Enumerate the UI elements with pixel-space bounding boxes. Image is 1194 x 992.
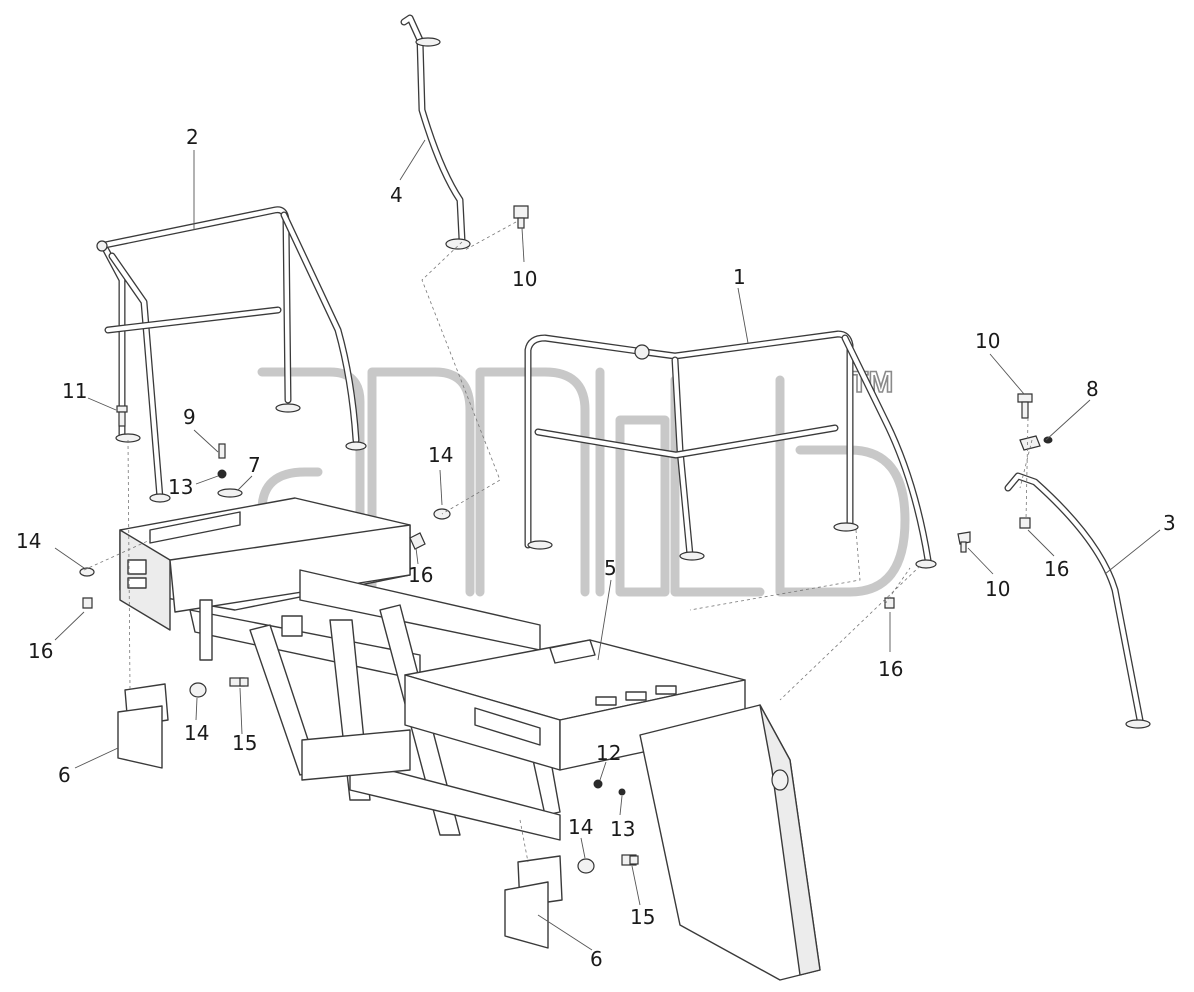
leader-lines	[54, 139, 1161, 951]
bracket-part-6-lower	[504, 855, 563, 949]
fender	[639, 704, 821, 981]
handrail-right-part-1	[524, 330, 937, 569]
label-part-6-left: 6	[58, 763, 71, 787]
label-part-14-lower: 14	[568, 815, 593, 839]
label-part-10-top: 10	[512, 267, 537, 291]
hardware	[79, 205, 1053, 874]
bracket-part-6-left	[117, 683, 169, 769]
callout-labels: 1 2 3 4 5 6 6 7 8 9 10 10 10 11 12 13 13…	[16, 125, 1176, 971]
label-part-2: 2	[186, 125, 199, 149]
label-part-16-left: 16	[28, 639, 53, 663]
label-part-13-lower: 13	[610, 817, 635, 841]
label-part-8: 8	[1086, 377, 1099, 401]
label-part-10-right: 10	[975, 329, 1000, 353]
label-part-11: 11	[62, 379, 87, 403]
grab-handle-part-4	[400, 14, 471, 250]
label-part-14-left: 14	[16, 529, 41, 553]
label-part-16-right: 16	[1044, 557, 1069, 581]
label-part-14-top: 14	[428, 443, 453, 467]
handrail-left-part-2	[96, 206, 367, 503]
label-part-12: 12	[596, 741, 621, 765]
label-part-7: 7	[248, 453, 261, 477]
watermark-logo: TM	[257, 365, 910, 597]
label-part-14-mid: 14	[184, 721, 209, 745]
platform-right-part-5	[404, 639, 746, 771]
label-part-4: 4	[390, 183, 403, 207]
label-part-16-mid: 16	[878, 657, 903, 681]
label-part-3: 3	[1163, 511, 1176, 535]
label-part-10-mid: 10	[985, 577, 1010, 601]
label-part-9: 9	[183, 405, 196, 429]
label-part-5: 5	[604, 556, 617, 580]
label-part-13-left: 13	[168, 475, 193, 499]
label-part-6-lower: 6	[590, 947, 603, 971]
side-handle-part-3	[1004, 472, 1151, 729]
label-part-15-lower: 15	[630, 905, 655, 929]
label-part-1: 1	[733, 265, 746, 289]
label-part-15-mid: 15	[232, 731, 257, 755]
label-part-16-top: 16	[408, 563, 433, 587]
